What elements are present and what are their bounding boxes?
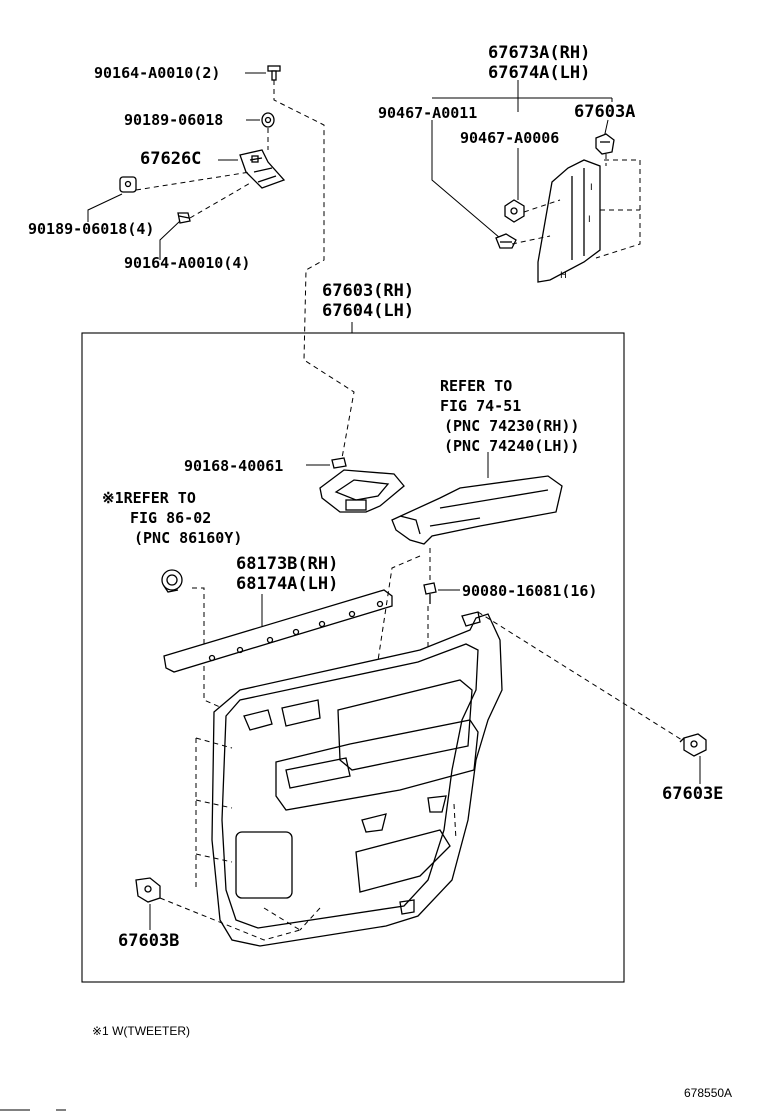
- svg-text:I: I: [590, 183, 593, 193]
- svg-text:H: H: [560, 271, 567, 281]
- label-nut-top: 90189-06018: [124, 111, 224, 129]
- footnote: ※1 W(TWEETER): [92, 1024, 191, 1038]
- screw-16081-icon: [423, 582, 437, 604]
- label-clip-b: 90467-A0006: [460, 129, 560, 147]
- trim-67673a-icon: I I H: [537, 159, 601, 283]
- label-clip-a: 90467-A0011: [378, 104, 478, 122]
- screw-40061-icon: [331, 457, 347, 469]
- refer-note-1-line1: REFER TO: [440, 377, 513, 395]
- bracket-67626c-icon: [239, 149, 286, 189]
- label-bolt-top: 90164-A0010(2): [94, 64, 221, 82]
- label-panel-lh: 67604(LH): [322, 301, 415, 321]
- label-strip-lh: 68174A(LH): [236, 574, 339, 594]
- refer-note-2-line3: (PNC 86160Y): [134, 529, 243, 547]
- label-clip-67603e: 67603E: [662, 784, 724, 804]
- assembly-frame: [81, 332, 625, 983]
- refer-note-1-line4: (PNC 74240(LH)): [444, 437, 580, 455]
- label-screw-40061: 90168-40061: [184, 457, 284, 475]
- clip-67603e-icon: [679, 733, 707, 757]
- armrest-icon: [391, 475, 563, 545]
- bolt-top-icon: [267, 65, 281, 81]
- diagram-code: 678550A: [684, 1086, 733, 1100]
- nut-top-icon: [261, 112, 275, 128]
- refer-note-2-line2: FIG 86-02: [130, 509, 212, 527]
- label-screw-16081: 90080-16081(16): [462, 582, 598, 600]
- refer-note-1-line3: (PNC 74230(RH)): [444, 417, 580, 435]
- tweeter-icon: [161, 569, 183, 593]
- refer-note-2-line1: ※1REFER TO: [102, 489, 196, 507]
- door-panel-icon: [211, 611, 503, 947]
- clip-90467-a0011-icon: [495, 233, 517, 249]
- clip-67603a-icon: [595, 133, 615, 155]
- clip-90467-a0006-icon: [504, 199, 525, 223]
- label-nut-4: 90189-06018(4): [28, 220, 155, 238]
- label-panel-rh: 67603(RH): [322, 281, 415, 301]
- clip-67603b-icon: [135, 877, 161, 903]
- label-trim-rh: 67673A(RH): [488, 43, 591, 63]
- label-bracket: 67626C: [140, 149, 202, 169]
- label-clip-67603a: 67603A: [574, 102, 636, 122]
- strip-68173b-icon: [163, 589, 393, 673]
- label-bolt-4: 90164-A0010(4): [124, 254, 251, 272]
- refer-note-1-line2: FIG 74-51: [440, 397, 522, 415]
- nut-4-icon: [119, 176, 137, 193]
- label-clip-67603b: 67603B: [118, 931, 180, 951]
- label-strip-rh: 68173B(RH): [236, 554, 339, 574]
- switch-base-icon: [319, 469, 405, 513]
- bolt-4-icon: [177, 212, 191, 224]
- svg-text:I: I: [588, 215, 591, 225]
- label-trim-lh: 67674A(LH): [488, 63, 591, 83]
